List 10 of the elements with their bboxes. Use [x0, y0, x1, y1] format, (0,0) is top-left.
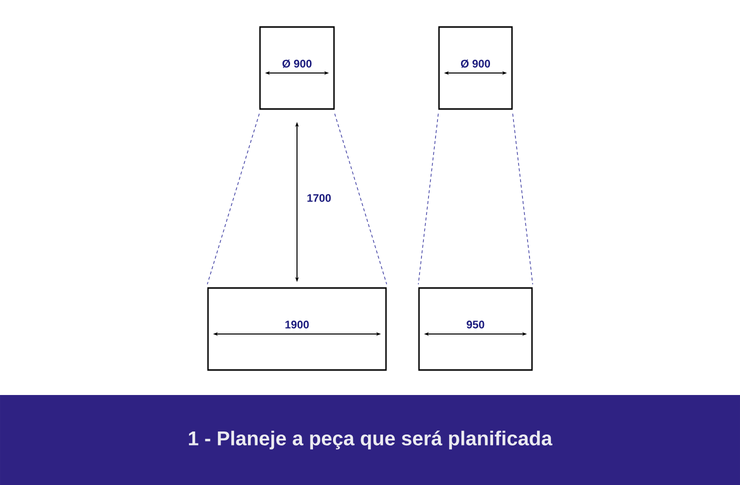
dashed-line — [418, 113, 439, 285]
dimension-label: 1700 — [307, 194, 331, 202]
dimension-box: Ø 900 — [438, 26, 513, 110]
dimension-box: 950 — [418, 287, 533, 371]
dimension-box: 1900 — [207, 287, 387, 371]
dashed-line — [206, 113, 260, 285]
dashed-line — [512, 113, 534, 285]
dimension-box: Ø 900 — [259, 26, 335, 110]
dashed-line — [334, 113, 388, 285]
caption-band: 1 - Planeje a peça que será planificada — [0, 395, 740, 485]
